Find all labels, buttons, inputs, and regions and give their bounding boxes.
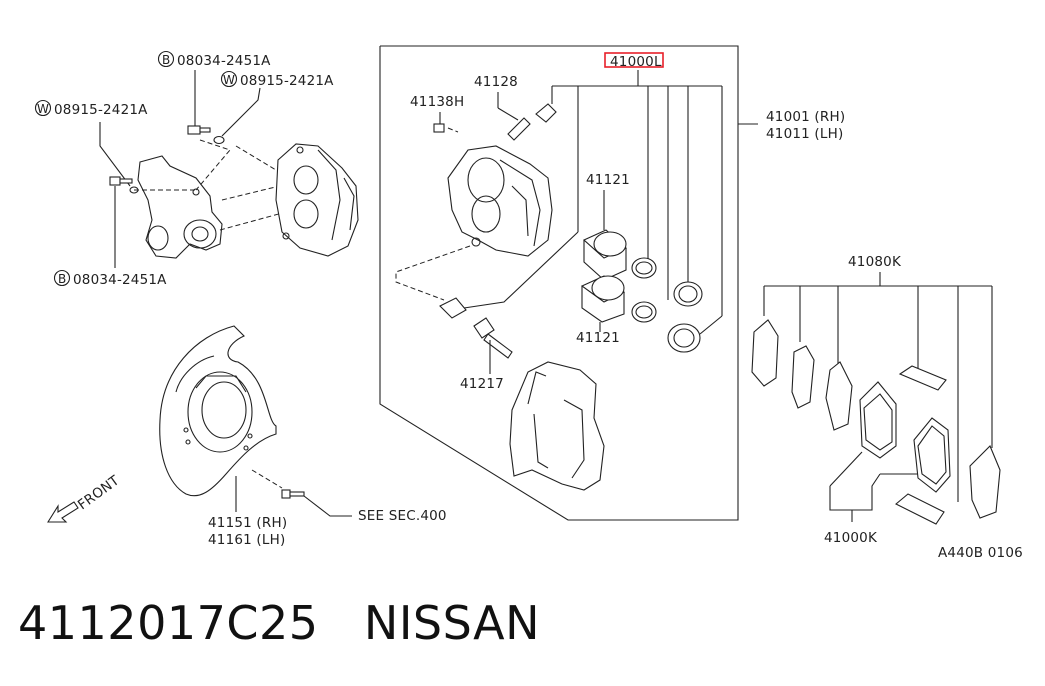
guide-pin xyxy=(439,297,467,319)
shim-3 xyxy=(825,361,853,431)
label-bleeder: 41128 xyxy=(474,74,518,90)
pin-bolt-shaft xyxy=(483,333,513,359)
highlight-box xyxy=(604,52,664,68)
b-marker-icon xyxy=(157,50,175,68)
seal-2 xyxy=(631,301,657,323)
pad-1 xyxy=(859,381,897,459)
label-pad-set: 41000K xyxy=(824,530,878,546)
caliper-small xyxy=(275,143,359,257)
label-see-sec: SEE SEC.400 xyxy=(358,508,447,524)
label-front: FRONT xyxy=(75,472,123,513)
caption-brand: NISSAN xyxy=(363,596,541,650)
bleeder-screw xyxy=(507,117,531,141)
seal-1 xyxy=(631,257,657,279)
b-marker-label: B xyxy=(162,53,170,67)
b-marker-bottom-label: B xyxy=(58,272,66,286)
bleeder-cap xyxy=(535,103,557,123)
label-caliper-kit: 41000L xyxy=(610,54,662,70)
clip-top xyxy=(898,365,947,391)
backing-plate: SEE SEC.400 41151 (RH) 41161 (LH) xyxy=(159,325,447,548)
w-marker-icon xyxy=(220,70,238,88)
pad-kit: 41080K 41000K xyxy=(751,254,1001,546)
label-cap: 41138H xyxy=(410,94,464,110)
label-bolt-top: 08034-2451A xyxy=(177,53,271,69)
pin-bolt-head xyxy=(473,317,495,339)
shim-2 xyxy=(791,345,815,409)
label-plate-rh: 41151 (RH) xyxy=(208,515,287,531)
w-marker-label: W xyxy=(223,73,235,87)
b-marker-bottom-icon xyxy=(53,269,71,287)
front-indicator: FRONT xyxy=(47,472,123,523)
label-washer-top: 08915-2421A xyxy=(240,73,334,89)
caliper-body xyxy=(447,145,553,257)
steering-knuckle xyxy=(137,155,223,259)
label-ref-code: A440B 0106 xyxy=(938,545,1023,561)
w-marker-left-icon xyxy=(34,99,52,117)
label-piston-bottom: 41121 xyxy=(576,330,620,346)
boot-1 xyxy=(673,281,703,307)
pad-2 xyxy=(913,417,951,493)
label-washer-left: 08915-2421A xyxy=(54,102,148,118)
label-piston-top: 41121 xyxy=(586,172,630,188)
caption: 4112017C25 NISSAN xyxy=(18,596,540,650)
front-arrow-icon xyxy=(47,501,79,523)
shim-1 xyxy=(751,319,779,387)
boot-2 xyxy=(667,323,701,353)
label-caliper-lh: 41011 (LH) xyxy=(766,126,843,142)
w-marker-left-label: W xyxy=(37,102,49,116)
knuckle-assembly: B 08034-2451A W 08915-2421A W 08915-2421… xyxy=(34,50,359,288)
torque-member xyxy=(509,361,605,491)
label-pin-bolt: 41217 xyxy=(460,376,504,392)
caliper-kit-box: 41000L 41001 (RH) 41011 (LH) 41128 41138… xyxy=(379,45,845,521)
label-caliper-rh: 41001 (RH) xyxy=(766,109,845,125)
clip-bottom xyxy=(895,493,945,525)
caption-part-number: 4112017C25 xyxy=(18,596,319,650)
label-plate-lh: 41161 (LH) xyxy=(208,532,285,548)
label-bolt-bottom: 08034-2451A xyxy=(73,272,167,288)
label-pad-kit: 41080K xyxy=(848,254,902,270)
shim-4 xyxy=(969,445,1001,519)
